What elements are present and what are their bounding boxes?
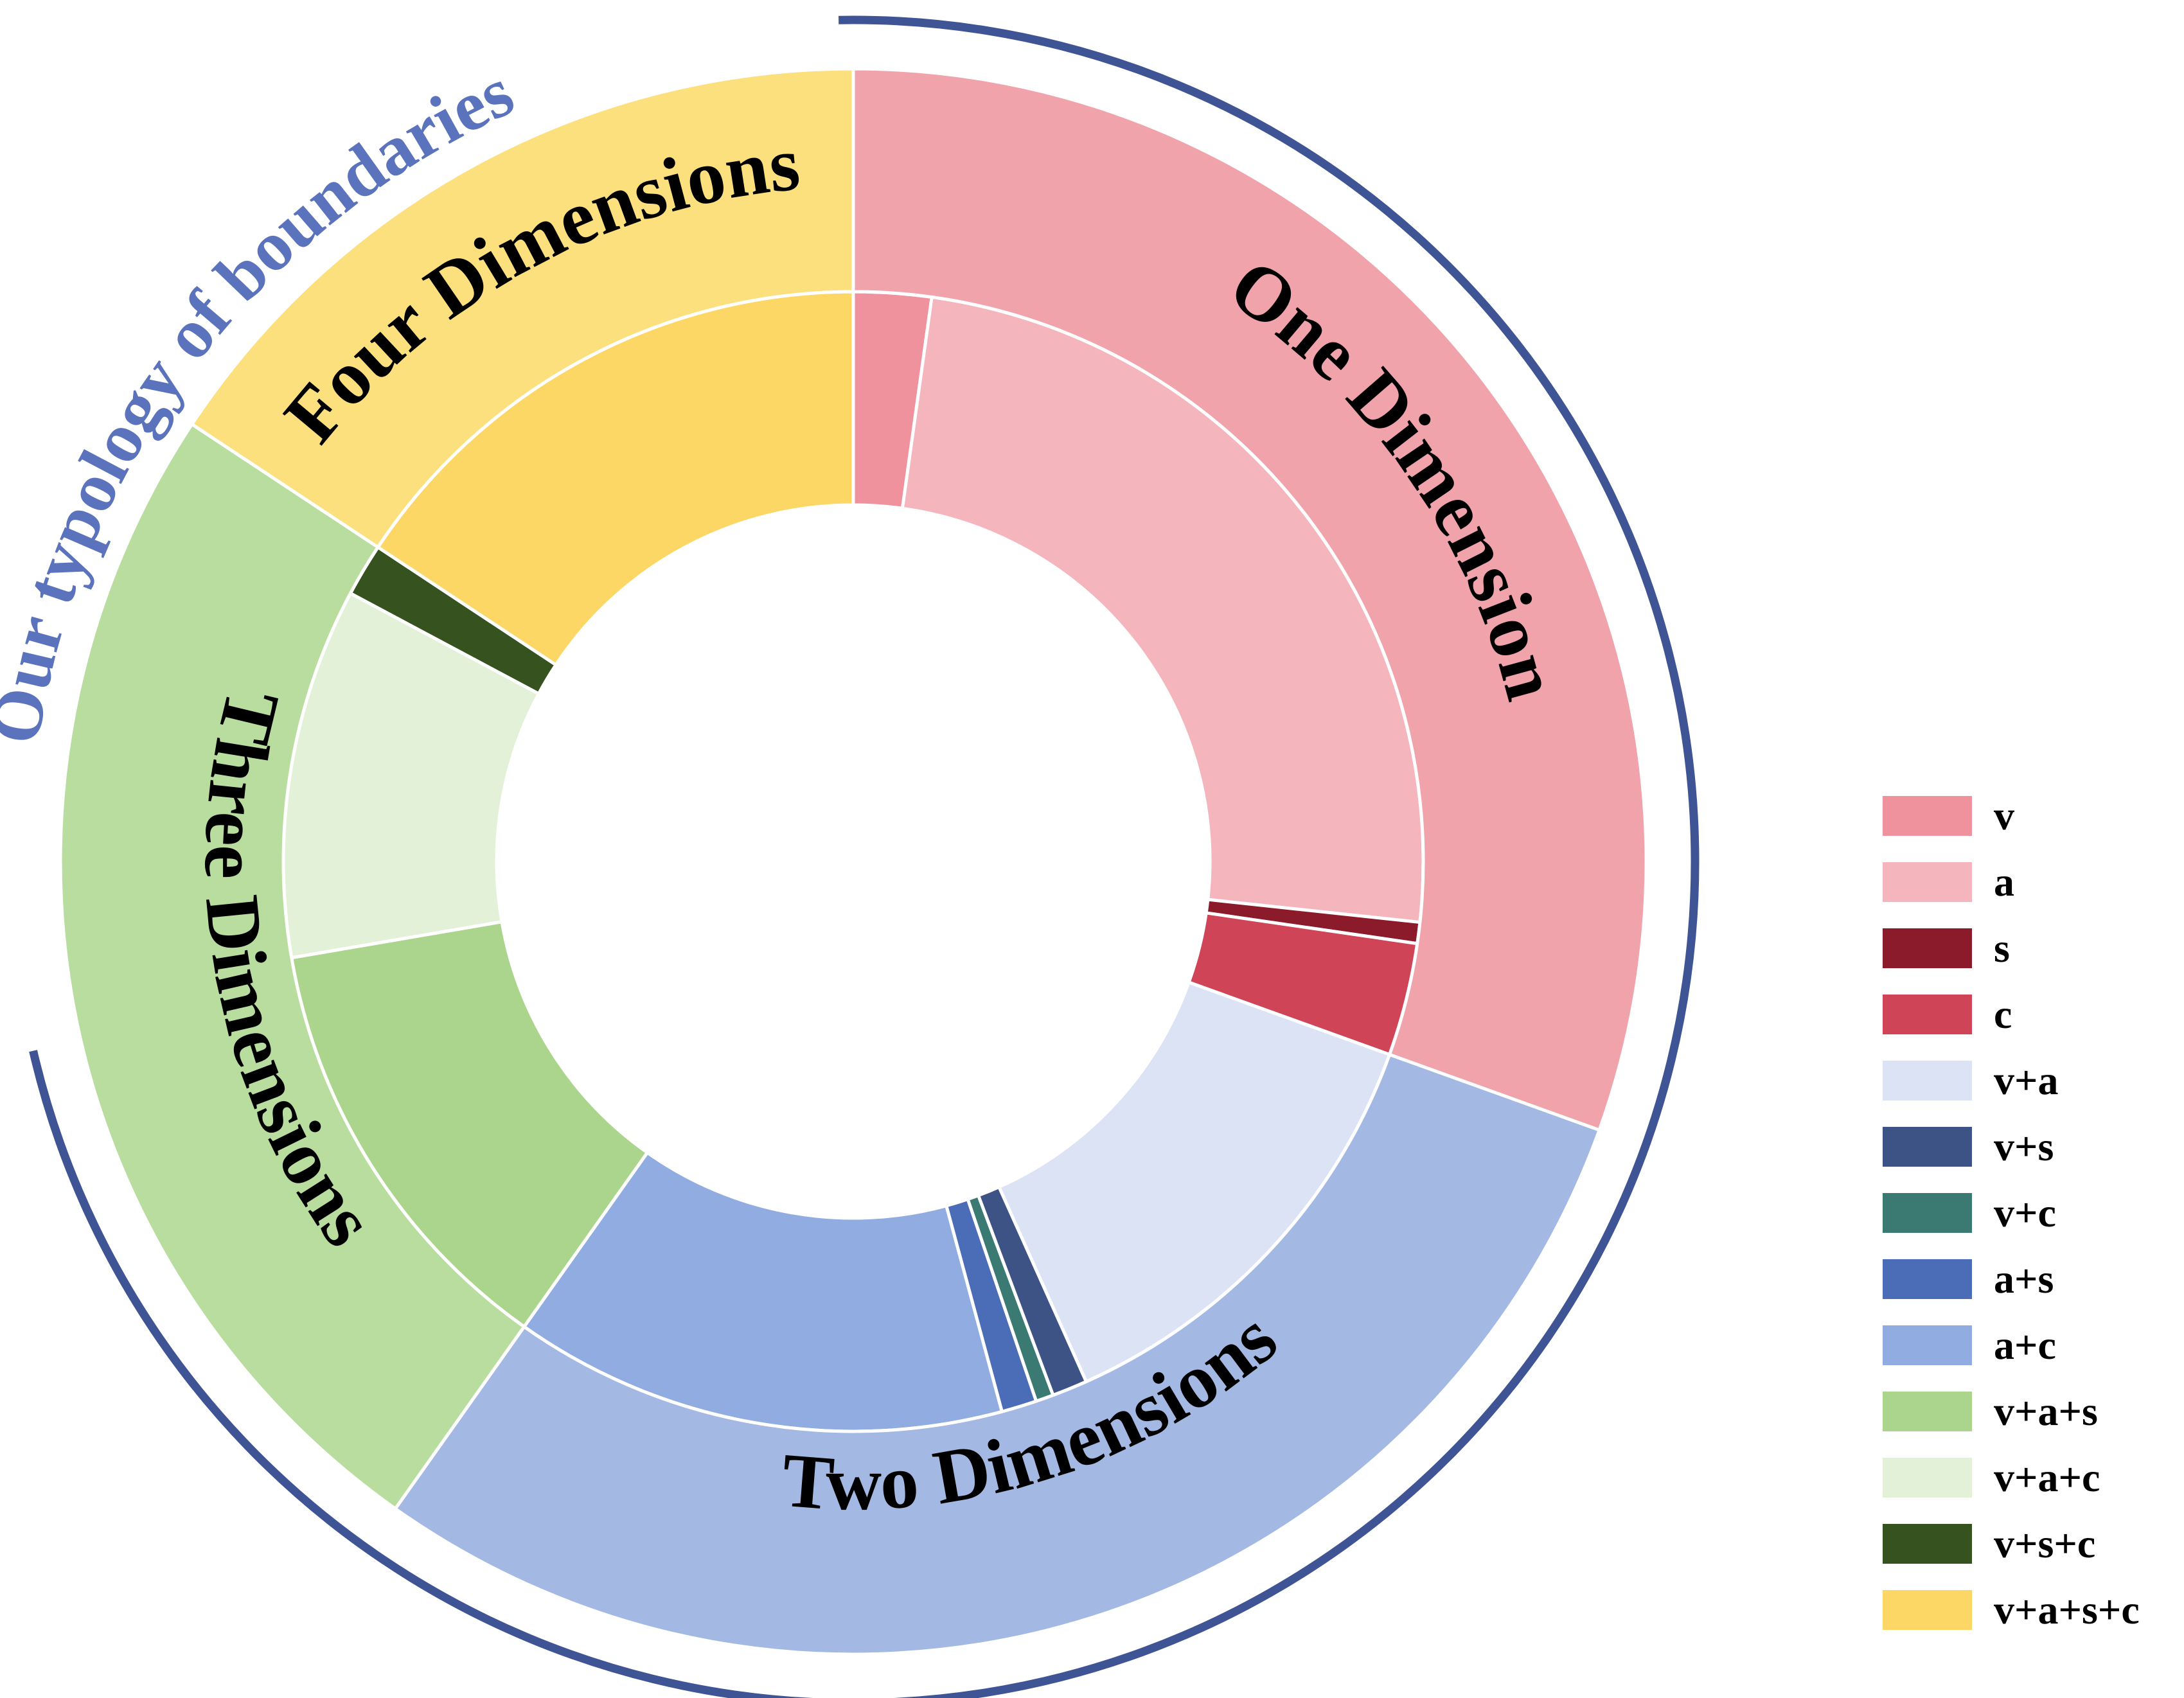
legend-item-v-a: v+a [1883, 1047, 2172, 1113]
legend-label: v+a+c [1994, 1454, 2100, 1500]
legend-item-v: v [1883, 783, 2172, 849]
legend-item-c: c [1883, 981, 2172, 1047]
legend-swatch [1883, 1589, 1972, 1630]
typology-ring-arc [29, 15, 1700, 1698]
legend-item-a-c: a+c [1883, 1312, 2172, 1378]
legend-item-v-s: v+s [1883, 1113, 2172, 1180]
legend-swatch [1883, 862, 1972, 902]
legend: v a s c v+a v+s v+c a+s a+c v+a+s v+a+c [1883, 783, 2172, 1643]
legend-item-s: s [1883, 915, 2172, 981]
legend-label: a+s [1994, 1255, 2054, 1302]
legend-item-v-s-c: v+s+c [1883, 1510, 2172, 1577]
legend-item-a: a [1883, 849, 2172, 915]
legend-label: a+c [1994, 1322, 2056, 1368]
legend-swatch [1883, 1457, 1972, 1498]
outer-slice-two-dimensions [393, 1052, 1602, 1656]
legend-swatch [1883, 994, 1972, 1034]
legend-item-v-a-s-c: v+a+s+c [1883, 1577, 2172, 1643]
inner-ring [281, 290, 1425, 1433]
legend-label: v+s [1994, 1123, 2054, 1169]
legend-swatch [1883, 1259, 1972, 1299]
legend-swatch [1883, 795, 1972, 836]
legend-swatch [1883, 1325, 1972, 1365]
legend-label: v+c [1994, 1189, 2056, 1235]
legend-swatch [1883, 1391, 1972, 1431]
legend-label: s [1994, 924, 2010, 971]
outer-slice-three-dimensions [58, 421, 527, 1511]
legend-swatch [1883, 1060, 1972, 1101]
legend-item-v-a-s: v+a+s [1883, 1378, 2172, 1444]
outer-slice-one-dimension [851, 67, 1648, 1133]
outer-ring [58, 67, 1648, 1656]
legend-label: c [1994, 991, 2012, 1037]
legend-swatch [1883, 1126, 1972, 1167]
legend-item-v-c: v+c [1883, 1180, 2172, 1246]
legend-label: v+a [1994, 1057, 2059, 1103]
legend-label: a [1994, 858, 2014, 905]
legend-item-a-s: a+s [1883, 1246, 2172, 1312]
legend-item-v-a-c: v+a+c [1883, 1444, 2172, 1510]
legend-swatch [1883, 1192, 1972, 1233]
legend-label: v+s+c [1994, 1520, 2096, 1566]
legend-label: v+a+s [1994, 1388, 2098, 1434]
outer-slice-four-dimensions [190, 67, 855, 550]
legend-label: v+a+s+c [1994, 1586, 2140, 1632]
legend-label: v [1994, 792, 2014, 838]
legend-swatch [1883, 1523, 1972, 1564]
legend-swatch [1883, 928, 1972, 968]
